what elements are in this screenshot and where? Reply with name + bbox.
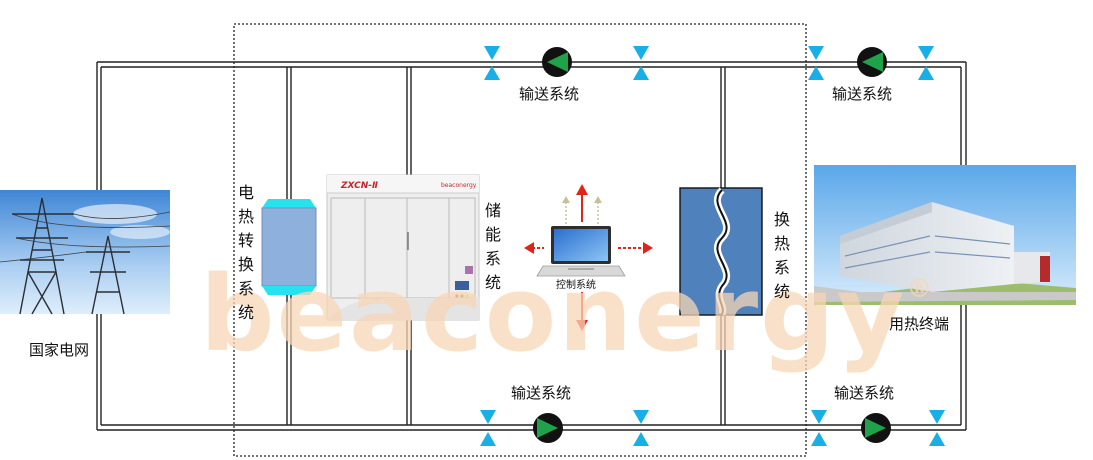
label-storage-system: 储能系统 (484, 201, 501, 292)
label-control-system: 控制系统 (556, 280, 596, 291)
valve-top-4 (918, 46, 934, 80)
registered-mark: ® (906, 274, 935, 304)
label-exchange-system: 换热系统 (773, 210, 790, 301)
label-transport-bottom-left: 输送系统 (511, 384, 572, 402)
pump-top-2 (857, 47, 887, 77)
valve-bottom-3 (811, 410, 827, 446)
valve-top-2 (633, 46, 649, 80)
pump-top-1 (542, 47, 572, 77)
watermark: beaconergy® (200, 262, 934, 366)
device-model: ZXCN-Ⅱ (341, 181, 378, 191)
device-brand: beaconergy (441, 182, 477, 189)
label-transport-top-right: 输送系统 (832, 85, 893, 103)
label-e2h-system: 电热转换系统 (237, 183, 254, 322)
valve-bottom-1 (480, 410, 496, 446)
control-boundary (233, 23, 807, 457)
converter-unit (261, 199, 317, 295)
valve-top-3 (808, 46, 824, 80)
watermark-text: beaconergy (200, 253, 907, 375)
factory-picture (814, 165, 1076, 305)
label-grid: 国家电网 (29, 341, 90, 359)
label-transport-top-left: 输送系统 (519, 85, 580, 103)
signal-arrows-red (532, 194, 644, 322)
valve-top-1 (484, 46, 500, 80)
label-end-user: 用热终端 (889, 315, 950, 333)
valve-bottom-4 (929, 410, 945, 446)
label-transport-bottom-right: 输送系统 (834, 384, 895, 402)
pump-bottom-2 (861, 413, 891, 443)
heat-exchanger (679, 187, 763, 316)
valve-bottom-2 (633, 410, 649, 446)
laptop-icon (536, 226, 626, 277)
storage-device (326, 174, 480, 321)
pump-bottom-1 (533, 413, 563, 443)
power-grid-picture (0, 190, 171, 315)
